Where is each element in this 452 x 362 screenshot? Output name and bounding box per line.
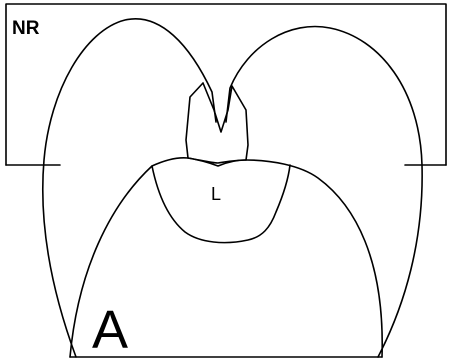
right-lobe-outline — [226, 27, 422, 357]
panel-label: A — [92, 300, 128, 360]
nr-region-outline — [6, 4, 446, 165]
l-region-top — [188, 158, 246, 166]
nr-label: NR — [12, 18, 40, 39]
l-label: L — [211, 184, 221, 204]
central-notch-outline — [186, 83, 248, 160]
left-lobe-outline — [43, 19, 216, 357]
